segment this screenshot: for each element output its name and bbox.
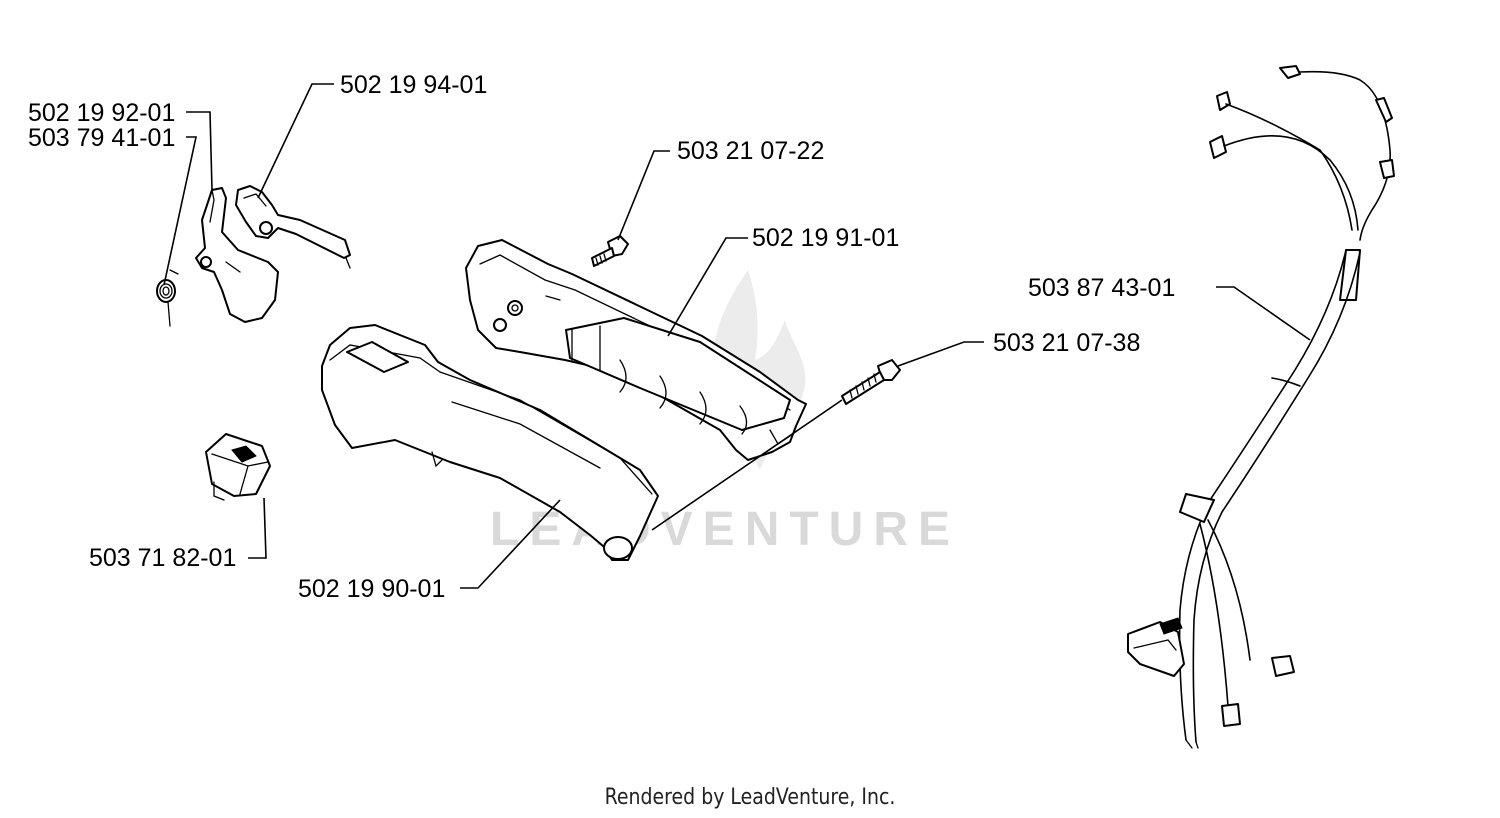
leader-lines [163, 83, 1311, 589]
part-spring [156, 269, 179, 327]
label-503-21-07-38: 503 21 07-38 [993, 329, 1140, 357]
leader-503-21-07-22 [617, 150, 670, 241]
leader-502-19-91-01 [667, 237, 748, 337]
leader-503-21-07-38 [897, 341, 984, 367]
label-503-79-41-01: 503 79 41-01 [28, 124, 175, 152]
leader-502-19-92-01 [186, 111, 213, 191]
part-handle-inner [465, 239, 807, 461]
part-labels: 502 19 92-01 503 79 41-01 502 19 94-01 5… [28, 71, 1175, 603]
leader-503-79-41-01 [163, 136, 197, 286]
part-handle-outer [321, 324, 659, 561]
label-502-19-90-01: 502 19 90-01 [298, 575, 445, 603]
part-switch [205, 433, 271, 501]
label-503-21-07-22: 503 21 07-22 [677, 137, 824, 165]
label-502-19-92-01: 502 19 92-01 [28, 99, 175, 127]
leader-503-21-07-38-b [651, 399, 843, 531]
part-screw-short [591, 235, 629, 267]
part-wiring-harness [1127, 65, 1395, 749]
label-503-87-43-01: 503 87 43-01 [1028, 274, 1175, 302]
part-lever-arm [195, 187, 279, 323]
render-credit: Rendered by LeadVenture, Inc. [604, 785, 896, 810]
part-trigger [235, 185, 351, 269]
leader-502-19-90-01 [460, 499, 561, 589]
label-502-19-91-01: 502 19 91-01 [752, 224, 899, 252]
leader-503-71-82-01 [248, 497, 267, 559]
label-502-19-94-01: 502 19 94-01 [340, 71, 487, 99]
part-screw-long [841, 359, 901, 405]
leader-503-87-43-01 [1216, 286, 1311, 341]
label-503-71-82-01: 503 71 82-01 [89, 544, 236, 572]
leader-502-19-94-01 [257, 83, 334, 199]
